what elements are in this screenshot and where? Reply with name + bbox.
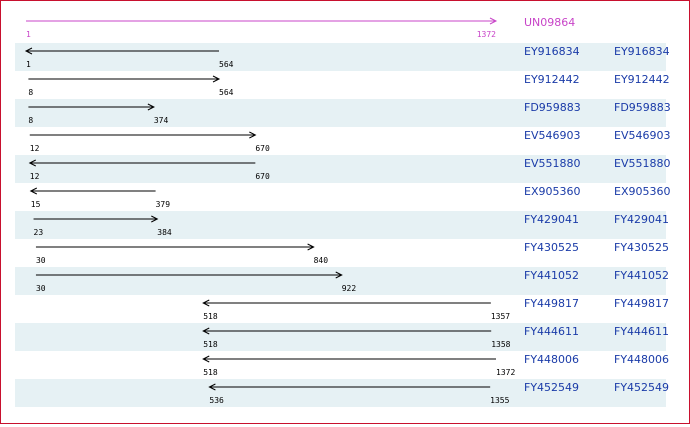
read-end-label: 1372 [496,368,515,377]
reference-arrow [26,17,498,25]
read-accession: FY449817 [524,297,579,310]
read-start-label: 12 [30,144,40,153]
read-accession-link[interactable]: EY912442 [614,73,670,86]
read-arrow [29,187,156,195]
read-arrow-arrowhead [29,187,38,195]
read-accession-link[interactable]: EV546903 [614,129,670,142]
read-arrow-arrowhead [28,159,36,167]
read-arrow [33,215,159,223]
read-accession: FD959883 [524,101,581,114]
read-end-label: 384 [157,228,172,237]
read-end-label: 1357 [491,312,510,321]
read-start-label: 30 [36,256,46,265]
read-accession: EY912442 [524,73,580,86]
read-end-label: 374 [154,116,169,125]
read-arrow-arrowhead [202,355,210,363]
read-accession: FY429041 [524,213,579,226]
read-arrow [202,327,492,335]
read-accession-link[interactable]: FY444611 [614,325,669,338]
row-stripe [15,99,666,127]
row-stripe [15,211,666,239]
row-stripe [15,267,666,295]
read-start-label: 518 [203,368,218,377]
read-accession-link[interactable]: EV551880 [614,157,670,170]
read-accession-link[interactable]: FY449817 [614,297,669,310]
read-accession-link[interactable]: EY916834 [614,45,670,58]
read-arrow-arrowhead [202,327,210,335]
read-end-label: 670 [255,144,270,153]
read-start-label: 15 [31,200,41,209]
read-end-label: 564 [219,88,234,97]
read-start-label: 30 [36,284,46,293]
read-accession-link[interactable]: FD959883 [614,101,671,114]
read-end-label: 564 [219,60,234,69]
read-accession: FY444611 [524,325,579,338]
read-accession: EX905360 [524,185,580,198]
read-arrow-arrowhead [307,243,315,251]
read-arrow-arrowhead [335,271,343,279]
row-stripe [15,43,666,71]
read-arrow [28,159,256,167]
read-accession-link[interactable]: EX905360 [614,185,670,198]
read-start-label: 536 [209,396,224,405]
read-accession: EY916834 [524,45,580,58]
read-arrow-arrowhead [202,299,210,307]
reference-end-label: 1372 [477,30,496,39]
read-end-label: 1355 [490,396,509,405]
read-start-label: 518 [203,340,218,349]
read-start-label: 12 [30,172,40,181]
read-arrow [29,131,257,139]
read-arrow [28,103,155,111]
read-arrow [35,243,315,251]
read-arrow-arrowhead [147,103,155,111]
reference-arrow-arrowhead [489,17,498,25]
read-arrow [202,299,491,307]
read-arrow [24,47,220,55]
read-accession: EV546903 [524,129,580,142]
read-arrow [28,75,221,83]
read-start-label: 8 [28,116,33,125]
read-start-label: 8 [28,88,33,97]
read-accession: EV551880 [524,157,580,170]
read-arrow [208,383,491,391]
read-accession: FY452549 [524,381,579,394]
read-arrow [35,271,343,279]
read-start-label: 23 [34,228,44,237]
read-end-label: 840 [314,256,329,265]
row-stripe [15,379,666,407]
read-end-label: 1358 [491,340,510,349]
read-start-label: 518 [203,312,218,321]
read-accession-link[interactable]: FY452549 [614,381,669,394]
read-accession-link[interactable]: FY441052 [614,269,669,282]
read-accession-link[interactable]: FY430525 [614,241,669,254]
read-accession: FY441052 [524,269,579,282]
read-accession: FY430525 [524,241,579,254]
read-arrow-arrowhead [208,383,216,391]
reference-start-label: 1 [26,30,31,39]
row-stripe [15,323,666,351]
read-arrow-arrowhead [151,215,159,223]
read-start-label: 1 [26,60,31,69]
read-end-label: 922 [342,284,357,293]
read-end-label: 670 [255,172,270,181]
read-arrow-arrowhead [24,47,33,55]
read-accession: FY448006 [524,353,579,366]
read-arrow-arrowhead [212,75,221,83]
reference-id: UN09864 [524,16,575,29]
row-stripe [15,155,666,183]
read-arrow [202,355,496,363]
read-accession-link[interactable]: FY429041 [614,213,669,226]
read-end-label: 379 [156,200,171,209]
read-accession-link[interactable]: FY448006 [614,353,669,366]
read-arrow-arrowhead [249,131,257,139]
